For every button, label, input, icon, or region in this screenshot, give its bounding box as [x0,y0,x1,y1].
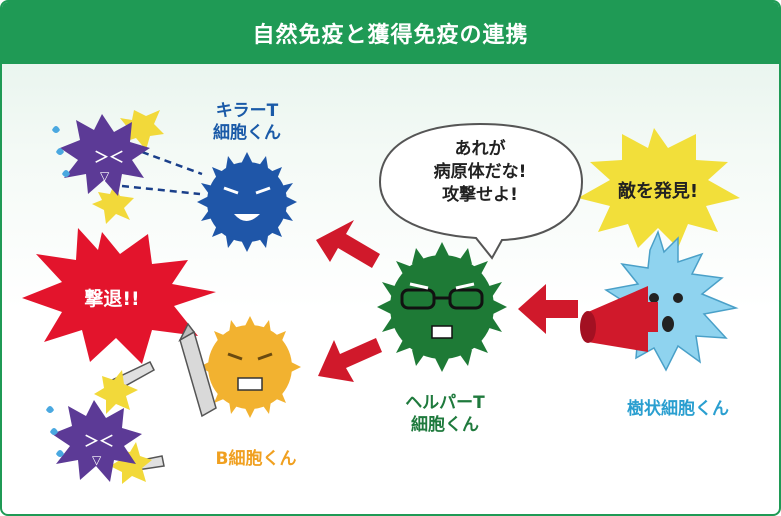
virus-burst-accent [92,184,134,224]
virus-bottom [52,400,142,482]
dendritic-eye [649,293,659,303]
virus-burst-accent [120,110,164,150]
killer-t-label-line1: キラーT [215,101,279,121]
attack-line [141,150,203,176]
helper-t-label-line2: 細胞くん [411,415,479,435]
speech-line: あれが [454,139,506,159]
killer-t-label-line2: 細胞くん [213,123,281,143]
sweat-drop-icon [50,428,58,435]
sweat-drop-icon [56,450,64,457]
sweat-drop-icon [56,148,64,155]
dendritic-mouth [662,316,674,332]
discover-text: 敵を発見! [617,181,699,202]
virus-top [60,114,150,196]
discover-burst [578,128,740,248]
speech-line: 攻撃せよ! [442,185,518,205]
helper-t-label: ヘルパーT 細胞くん [390,392,500,436]
speech-line: 病原体だな! [433,162,527,182]
diagram-title: 自然免疫と獲得免疫の連携 [2,2,779,64]
arrow-dendritic-to-helper [518,284,578,334]
sweat-drop-icon [46,406,54,413]
speech-bubble [378,122,584,260]
dendritic-eye [673,293,683,303]
dendritic-label: 樹状細胞くん [627,399,729,419]
b-cell-label: B細胞くん [215,449,297,469]
helper-t-cell [377,242,507,372]
virus-burst-accent [94,370,138,414]
virus-mouth: ▽ [100,169,110,183]
repel-text: 撃退!! [84,288,140,310]
virus-face: ＞＜ [84,432,114,450]
helper-t-label-line1: ヘルパーT [405,393,485,413]
arrow-helper-to-b [318,338,382,382]
killer-t-cell [197,152,297,252]
attack-line [121,184,201,196]
virus-face: ＞＜ [94,148,124,166]
sweat-drop-icon [52,126,60,133]
killer-t-label: キラーT 細胞くん [192,100,302,144]
speech-bubble-text: あれが 病原体だな! 攻撃せよ! [400,138,560,207]
megaphone-icon [580,286,658,352]
sweat-drop-icon [62,170,70,177]
arrow-helper-to-killer [316,220,380,268]
repel-burst [22,228,216,364]
b-cell [199,316,301,418]
virus-mouth: ▽ [92,453,102,467]
